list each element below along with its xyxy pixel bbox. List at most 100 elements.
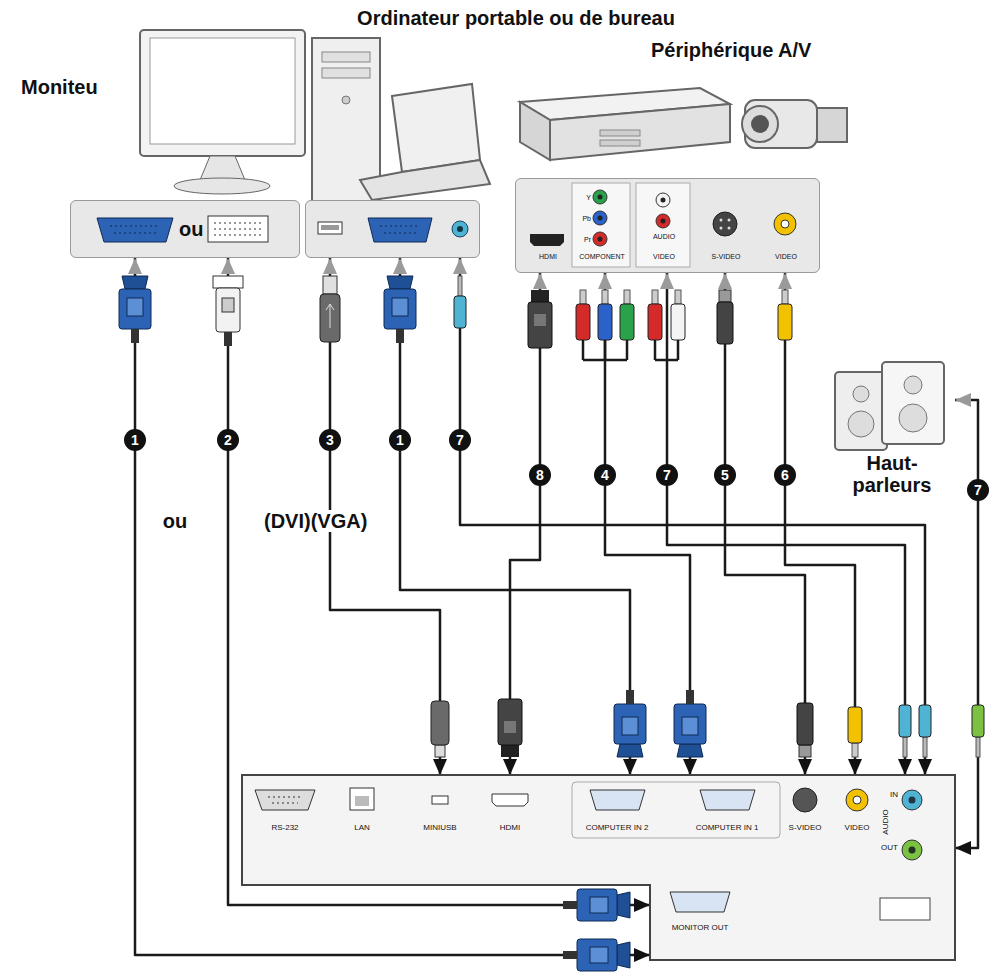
av-port-panel [728, 227, 731, 230]
av-port-panel [515, 178, 820, 273]
vga-plug [614, 690, 646, 757]
port-label: COMPONENT [579, 253, 625, 261]
speaker-icon [853, 386, 869, 402]
speaker-group: Haut-parleurs [830, 355, 955, 520]
projector-panel [255, 790, 315, 810]
speaker-icon [899, 404, 927, 432]
projector-panel [853, 796, 861, 804]
dvi-plug [213, 276, 243, 346]
cable-merge [583, 340, 678, 360]
computer-port-panel [318, 222, 342, 234]
port-label: AUDIO [653, 233, 675, 241]
port-label: HDMI [500, 824, 520, 833]
monitor-port-panel [208, 216, 268, 242]
av-port-panel [774, 213, 796, 235]
s-video-plug [797, 703, 813, 757]
projector-panel [355, 796, 369, 806]
callout-number: 7 [449, 429, 471, 451]
port-label: S-VIDEO [789, 824, 822, 833]
audio-jack-plug [919, 705, 931, 757]
av-device-icon [600, 130, 640, 136]
vga-plug [384, 276, 416, 343]
computer-port-panel [321, 225, 339, 230]
mini-usb-plug [431, 701, 449, 757]
projector-panel [350, 788, 374, 810]
note-label: ou [161, 510, 189, 532]
callout-number: 7 [656, 464, 678, 486]
computer-port-panel [452, 221, 468, 237]
hdmi-plug [498, 699, 522, 757]
projector-panel [909, 847, 916, 854]
av-port-panel [713, 212, 737, 236]
monitor-port-panel [214, 223, 262, 235]
port-label: VIDEO [775, 253, 797, 261]
projector-panel [242, 775, 955, 960]
speaker-icon [882, 362, 944, 444]
computer-icon [342, 96, 350, 104]
computer-icon [312, 38, 490, 203]
speaker-icon [848, 411, 874, 437]
av-port-panel [593, 211, 607, 225]
projector-panel [880, 898, 930, 920]
port-label: IN [890, 791, 898, 800]
s-video-plug [717, 290, 733, 344]
port-label: MONITOR OUT [672, 924, 729, 933]
port-panel: Moniteuou [70, 200, 300, 258]
vga-plug [563, 889, 630, 921]
port-label: AUDIO [882, 809, 891, 834]
computer-icon [322, 52, 370, 62]
av-port-panel [530, 234, 564, 246]
device-heading: Moniteu [21, 76, 98, 98]
port-label: MINIUSB [423, 824, 456, 833]
rca-plug [778, 290, 792, 340]
projector-panel: RS-232 LAN MINIUSB HDMI COMPUTER IN 2 COMPUTE… [242, 775, 955, 960]
cable [400, 258, 630, 775]
vga-plug [674, 690, 706, 757]
projector-panel [700, 790, 755, 810]
monitor-port-panel [70, 200, 300, 258]
av-port-panel [598, 195, 603, 200]
projector-panel [902, 790, 922, 810]
audio-jack-plug [454, 276, 466, 328]
projector-panel [846, 789, 868, 811]
speaker-icon [835, 362, 944, 450]
monitor-icon [140, 30, 305, 156]
callout-number: 4 [594, 464, 616, 486]
port-label: RS-232 [271, 824, 298, 833]
port-label: LAN [354, 824, 370, 833]
av-device-icon [742, 106, 778, 142]
computer-port-panel [368, 218, 432, 242]
rca-plug [598, 290, 612, 340]
port-label: S-VIDEO [712, 253, 741, 261]
computer-port-panel [380, 226, 420, 233]
audio-jack-plug [899, 705, 911, 757]
rca-plug [576, 290, 590, 340]
computer-icon [322, 68, 370, 78]
av-device-icon [600, 140, 640, 146]
computer-icon [392, 84, 480, 172]
av-port-panel [598, 216, 603, 221]
av-port-panel [656, 193, 670, 207]
usb-plug [320, 276, 340, 342]
projector-panel [492, 794, 528, 806]
callout-number: 7 [967, 479, 989, 501]
projector-panel [793, 788, 817, 812]
rca-plug [620, 290, 634, 340]
device-heading: Ordinateur portable ou de bureau [357, 7, 675, 29]
monitor-port-panel [110, 226, 160, 233]
projector-panel [909, 797, 916, 804]
callout-number: 3 [319, 429, 341, 451]
cable [667, 273, 905, 775]
av-port-panel [593, 190, 607, 204]
cable [955, 400, 978, 848]
projector-panel [670, 892, 730, 912]
port-label: COMPUTER IN 1 [696, 824, 759, 833]
av-device-icon [817, 108, 847, 142]
hdmi-plug [528, 290, 552, 348]
projector-panel [902, 840, 922, 860]
av-port-panel [593, 232, 607, 246]
port-label: COMPUTER IN 2 [586, 824, 649, 833]
port-panel: Périphérique A/VHDMIYPbPrCOMPONENTAUDIOV… [515, 178, 820, 273]
vga-plug [563, 939, 630, 971]
projector-panel [268, 797, 302, 803]
